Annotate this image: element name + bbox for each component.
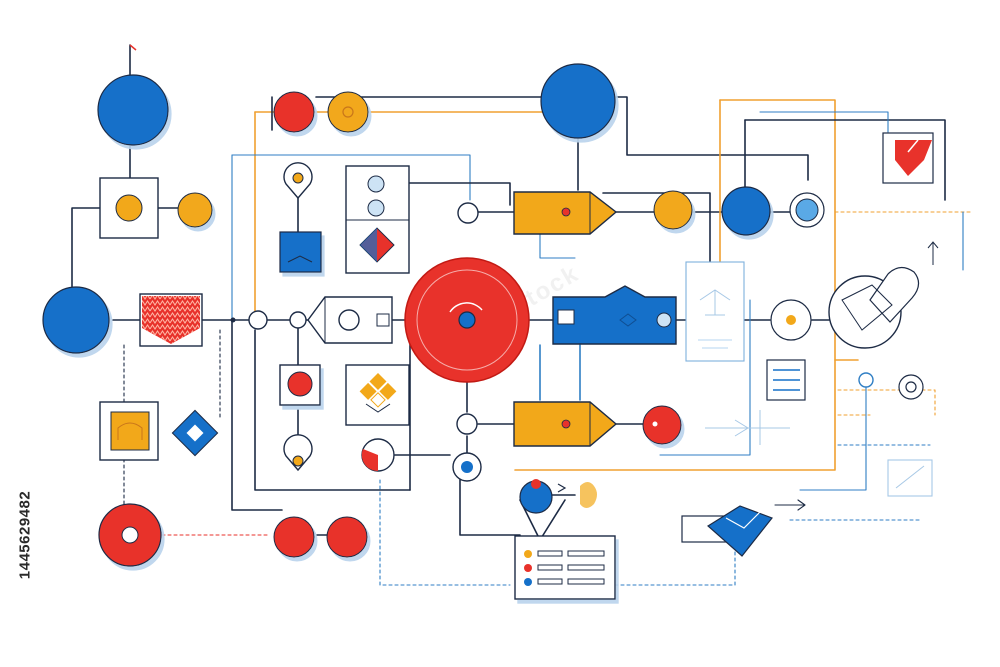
stock-id-text: 1445629482	[16, 490, 34, 580]
stock-id-label: 1445629482	[12, 420, 38, 650]
yellow-square-box-node	[99, 401, 159, 461]
yellow-process-block	[513, 191, 618, 235]
blue-process-block	[552, 285, 677, 345]
checklist-card	[514, 535, 616, 600]
red-flag-tick	[129, 44, 137, 51]
connector-node	[456, 413, 478, 435]
red-dot-box-node	[279, 364, 321, 406]
yellow-circle-node	[177, 192, 213, 228]
small-circle-connector	[230, 310, 307, 330]
yellow-blob-node	[580, 482, 597, 508]
red-circle-node	[273, 91, 315, 133]
red-circle-node	[642, 405, 682, 445]
blue-square-node	[279, 231, 322, 273]
linked-rings-icon	[828, 266, 920, 349]
connector-node	[858, 372, 874, 388]
dual-dot-panel	[345, 165, 410, 274]
faint-tree-card	[685, 261, 745, 362]
yellow-process-block	[513, 401, 618, 447]
red-circle-node	[273, 516, 315, 558]
light-blue-target-node	[789, 192, 825, 228]
left-blue-circle-node	[42, 286, 110, 354]
pie-chart-node	[361, 438, 395, 472]
yellow-dot-node	[770, 299, 812, 341]
red-ring-node	[98, 503, 162, 567]
top-blue-circle-node	[540, 63, 616, 139]
top-left-blue-circle-node	[97, 74, 169, 146]
connector-node	[457, 202, 479, 224]
antenna-icon	[927, 241, 939, 265]
red-patterned-card	[139, 293, 203, 347]
yellow-target-node	[327, 91, 369, 133]
pin-marker-icon	[283, 434, 313, 472]
blue-diamond-icon	[171, 409, 219, 457]
list-card-icon	[766, 359, 806, 401]
yellow-circle-node	[653, 190, 693, 230]
mini-arrow	[557, 483, 567, 493]
faint-arrow-sketch	[705, 410, 790, 445]
red-circle-node	[326, 516, 368, 558]
yellow-dot-box-node	[99, 177, 159, 239]
faint-frame-icon	[887, 459, 933, 497]
blue-folded-shape-icon	[681, 505, 773, 557]
small-target-icon	[898, 374, 924, 400]
red-shield-icon	[882, 132, 934, 184]
blue-red-dot-node	[519, 479, 553, 514]
chevron-gate-node	[307, 296, 393, 344]
blue-target-node	[452, 452, 482, 482]
location-pin-icon	[283, 162, 313, 200]
blue-circle-node	[721, 186, 771, 236]
central-red-target	[404, 257, 530, 383]
yellow-diamond-cluster-card	[345, 364, 410, 426]
